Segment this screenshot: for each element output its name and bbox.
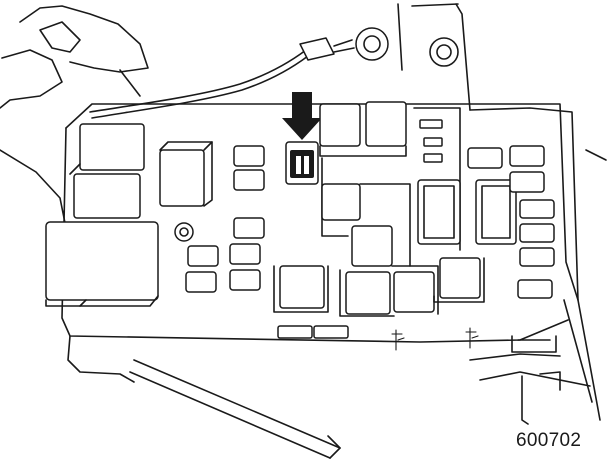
relay-bottom-2 [345, 271, 391, 315]
relay-group-right [413, 107, 555, 299]
relay-bottom-4 [439, 257, 481, 299]
fuse [519, 247, 555, 267]
fuse [519, 199, 555, 219]
fuse [229, 269, 261, 291]
relay-4 [159, 149, 205, 207]
relay-group-center [319, 101, 411, 267]
highlighted-fuse [285, 141, 319, 185]
relay-bottom-1 [279, 265, 325, 309]
relay-top-1 [319, 103, 361, 147]
fuse-bank-left [185, 145, 265, 293]
fuse [233, 169, 265, 191]
fuse [517, 279, 553, 299]
fuse [233, 145, 265, 167]
relay-3 [45, 221, 159, 301]
fuse [519, 223, 555, 243]
box-details [277, 325, 561, 425]
fuse [187, 245, 219, 267]
relay-mid-2 [351, 225, 393, 267]
fuse [185, 271, 217, 293]
fuse [509, 145, 545, 167]
relay-bottom-3 [393, 271, 435, 313]
relay-right-1 [417, 179, 461, 245]
figure-code: 600702 [516, 430, 582, 451]
relay-group-bottom [273, 257, 485, 317]
relay-group-left [45, 123, 213, 307]
relay-right-2 [475, 179, 517, 245]
ground-cable [89, 27, 389, 119]
fuse [467, 147, 503, 169]
relay-mid-1 [321, 183, 361, 221]
relay-top-2 [365, 101, 407, 147]
fuse [509, 171, 545, 193]
relay-2 [73, 173, 141, 219]
fuse-relay-box [61, 103, 591, 459]
fuse [229, 243, 261, 265]
relay-1 [79, 123, 145, 171]
down-arrow-icon [282, 92, 322, 140]
fuse [233, 217, 265, 239]
